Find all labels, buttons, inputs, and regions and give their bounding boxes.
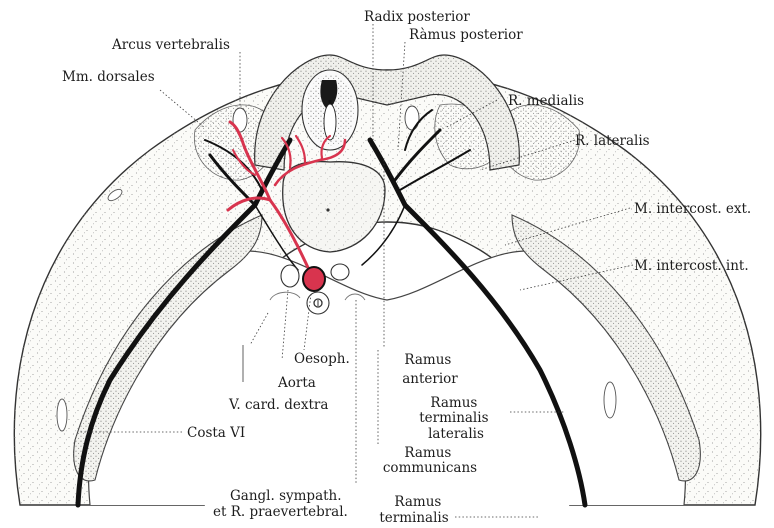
- label-m-intercost-ext: M. intercost. ext.: [634, 201, 751, 217]
- aorta: [303, 267, 325, 291]
- label-r-lateralis: R. lateralis: [575, 133, 650, 149]
- label-aorta: Aorta: [277, 375, 316, 391]
- label-oesoph: Oesoph.: [294, 351, 350, 367]
- label-gangl-sympath: Gangl. sympath. et R. praevertebral.: [213, 488, 348, 520]
- label-costa-vi: Costa VI: [187, 425, 245, 441]
- label-m-intercost-int: M. intercost. int.: [634, 258, 749, 274]
- label-v-card-dextra: V. card. dextra: [228, 397, 328, 413]
- v-card-dextra: [281, 265, 299, 287]
- right-vessel: [331, 264, 349, 280]
- label-arcus-vertebralis: Arcus vertebralis: [111, 37, 230, 53]
- label-ramus-posterior: Ràmus posterior: [409, 27, 523, 43]
- label-mm-dorsales: Mm. dorsales: [62, 69, 155, 85]
- label-r-medialis: R. medialis: [508, 93, 584, 109]
- label-radix-posterior: Radix posterior: [364, 9, 470, 25]
